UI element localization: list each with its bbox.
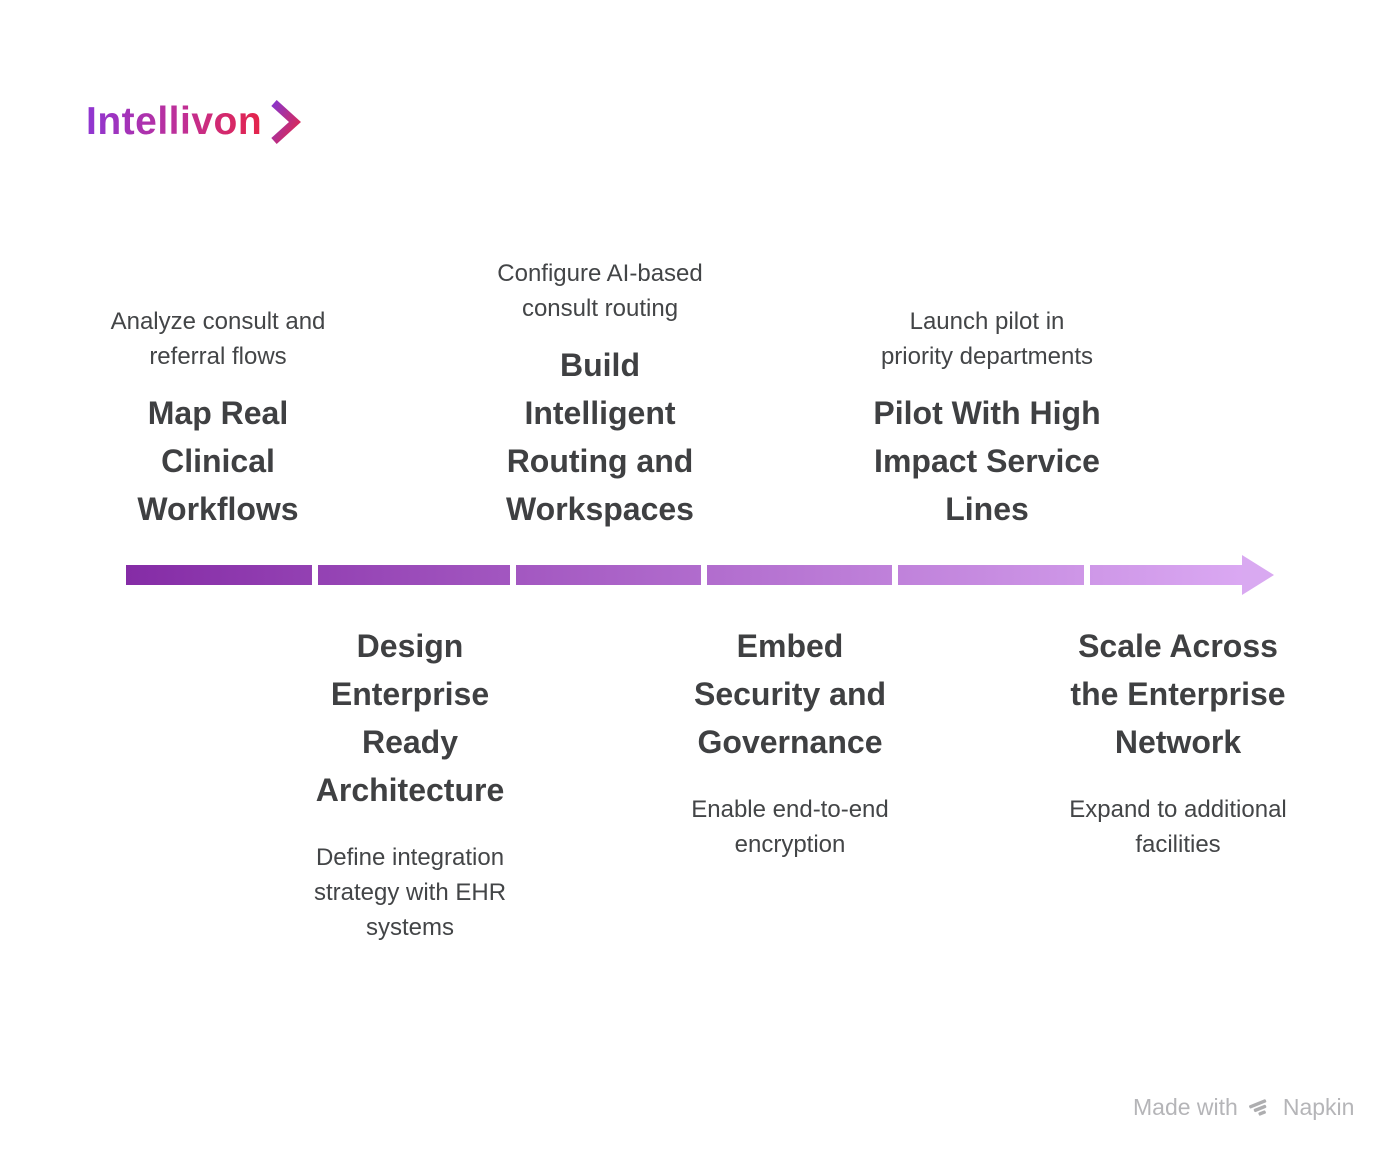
milestone-title: Pilot With High Impact Service Lines — [873, 395, 1101, 527]
milestone-pilot-high-impact: Launch pilot in priority departments Pil… — [828, 304, 1146, 533]
arrow-segment-gap — [701, 564, 707, 586]
timeline-arrowhead-icon — [1242, 555, 1274, 595]
milestone-scale-enterprise-network: Scale Across the Enterprise Network Expa… — [1012, 622, 1344, 862]
made-with-label: Made with — [1133, 1094, 1238, 1120]
milestone-subtitle: Configure AI-based consult routing — [497, 260, 703, 322]
milestone-subtitle: Launch pilot in priority departments — [880, 308, 1094, 370]
milestone-design-enterprise-architecture: Design Enterprise Ready Architecture Def… — [255, 622, 565, 945]
arrow-segment-gap — [510, 564, 516, 586]
logo-wordmark: Intellivon — [86, 99, 263, 143]
napkin-brand-label: Napkin — [1282, 1094, 1355, 1120]
napkin-logo-icon — [1248, 1099, 1267, 1116]
milestone-subtitle: Enable end-to-end encryption — [691, 796, 889, 858]
milestone-title: Scale Across the Enterprise Network — [1070, 628, 1286, 760]
logo-chevron-icon — [271, 100, 302, 144]
milestone-title: Embed Security and Governance — [693, 628, 887, 760]
milestone-build-intelligent-routing: Configure AI-based consult routing Build… — [445, 256, 755, 533]
milestone-title: Map Real Clinical Workflows — [137, 395, 299, 527]
milestone-title: Build Intelligent Routing and Workspaces — [506, 347, 694, 527]
milestone-map-real-clinical-workflows: Analyze consult and referral flows Map R… — [63, 304, 373, 533]
intellivon-logo: Intellivon — [86, 96, 302, 146]
milestone-subtitle: Analyze consult and referral flows — [110, 308, 326, 370]
made-with-napkin-badge: Made with Napkin — [1133, 1094, 1354, 1121]
milestone-title: Design Enterprise Ready Architecture — [315, 628, 505, 808]
milestone-embed-security-governance: Embed Security and Governance Enable end… — [635, 622, 945, 862]
arrow-segment-gap — [312, 564, 318, 586]
timeline-arrow — [126, 564, 1242, 586]
arrow-segment-gap — [1084, 564, 1090, 586]
arrow-segment-gap — [892, 564, 898, 586]
milestone-subtitle: Define integration strategy with EHR sys… — [313, 844, 507, 941]
milestone-subtitle: Expand to additional facilities — [1069, 796, 1287, 858]
